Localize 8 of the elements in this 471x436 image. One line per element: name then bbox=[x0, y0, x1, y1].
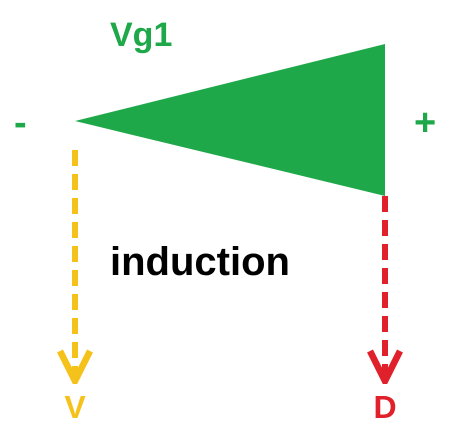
node-label: Vg1 bbox=[110, 18, 172, 52]
node-label: D bbox=[373, 391, 397, 423]
node-label: V bbox=[64, 391, 86, 423]
dashed-arrow bbox=[366, 196, 404, 384]
polarity-label: - bbox=[14, 104, 27, 142]
annotation-text: induction bbox=[110, 242, 290, 282]
dashed-arrow bbox=[56, 150, 94, 384]
polarity-label: + bbox=[414, 104, 436, 142]
